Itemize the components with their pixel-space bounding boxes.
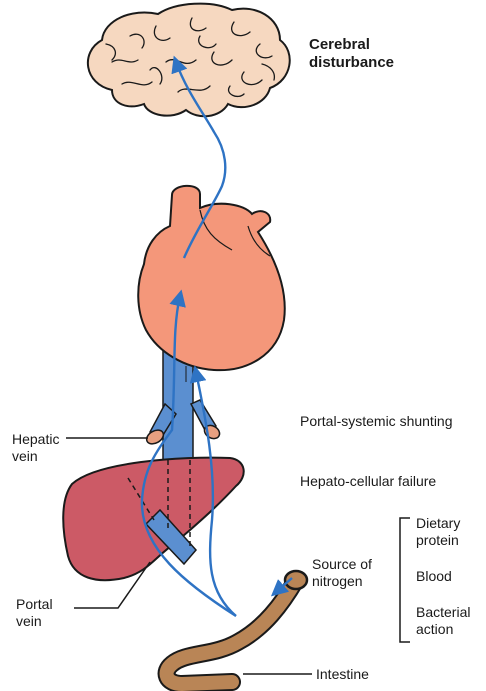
hepatic-line: Hepatic xyxy=(12,431,59,448)
vein-line: vein xyxy=(12,448,59,465)
nitrogen-line: nitrogen xyxy=(312,573,372,590)
blood-label: Blood xyxy=(416,568,452,585)
bacterial-action-label: Bacterial action xyxy=(416,604,470,638)
action-line: action xyxy=(416,621,470,638)
bacterial-line: Bacterial xyxy=(416,604,470,621)
hepatic-vein-label: Hepatic vein xyxy=(12,431,59,465)
protein-line: protein xyxy=(416,532,460,549)
intestine-label: Intestine xyxy=(316,666,369,683)
dietary-protein-label: Dietary protein xyxy=(416,515,460,549)
dietary-line: Dietary xyxy=(416,515,460,532)
portal-line: Portal xyxy=(16,596,53,613)
portal-systemic-shunting-label: Portal-systemic shunting xyxy=(300,413,453,430)
hepato-cellular-failure-label: Hepato-cellular failure xyxy=(300,473,436,490)
cerebral-line: Cerebral xyxy=(309,36,394,54)
intestine xyxy=(167,571,307,684)
heart xyxy=(138,186,285,382)
disturbance-line: disturbance xyxy=(309,54,394,72)
cerebral-disturbance-label: Cerebral disturbance xyxy=(309,36,394,72)
portal-vein-line: vein xyxy=(16,613,53,630)
portal-vein-label: Portal vein xyxy=(16,596,53,630)
brain xyxy=(88,4,290,117)
source-of-nitrogen-label: Source of nitrogen xyxy=(312,556,372,590)
source-of-line: Source of xyxy=(312,556,372,573)
